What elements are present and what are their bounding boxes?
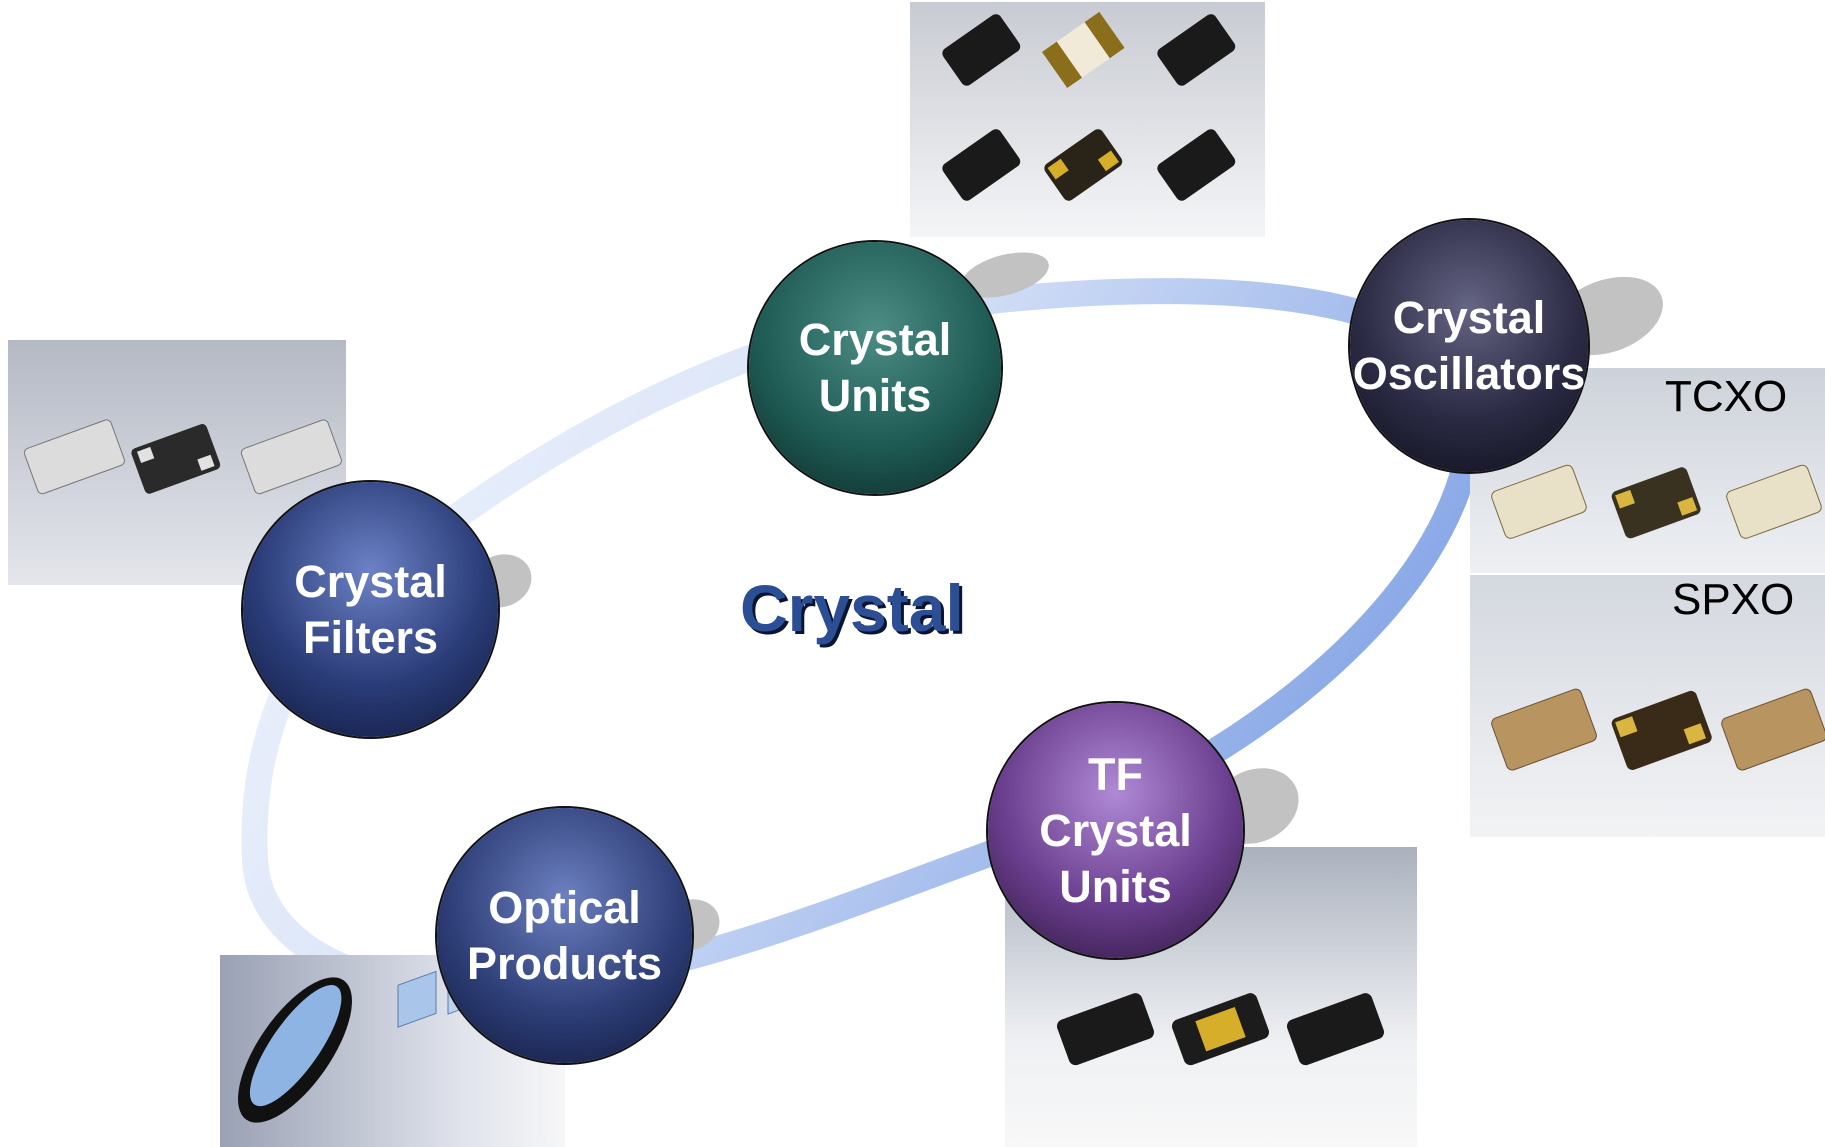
crystal-units-photo	[910, 2, 1265, 237]
spxo-chips	[1491, 688, 1825, 771]
node-label-line: Products	[466, 937, 663, 989]
node-label-line: Crystal	[798, 314, 952, 365]
crystal-units-chips	[942, 11, 1236, 201]
spxo-photo	[1470, 575, 1825, 837]
node-label-line: Units	[1059, 860, 1172, 912]
tf-crystal-units-chips	[1056, 993, 1385, 1066]
node-label-line: Crystal	[1392, 292, 1546, 343]
spxo-label: SPXO	[1672, 575, 1795, 624]
tcxo-label: TCXO	[1665, 372, 1788, 421]
node-label-line: Crystal	[1039, 804, 1192, 856]
node-crystal-units[interactable]: Crystal Units	[749, 242, 1001, 494]
node-crystal-oscillators[interactable]: Crystal Oscillators	[1350, 220, 1588, 472]
tcxo-chips	[1491, 464, 1822, 539]
tcxo-photo	[1470, 368, 1825, 573]
node-label-line: Optical	[488, 881, 641, 933]
node-label-line: Oscillators	[1352, 348, 1586, 399]
crystal-filters-chips	[23, 419, 342, 495]
node-tf-crystal-units[interactable]: TF Crystal Units	[988, 703, 1243, 958]
node-label-line: Units	[818, 370, 932, 421]
center-label: Crystal	[740, 571, 964, 645]
node-label-line: TF	[1088, 748, 1143, 800]
node-label-line: Crystal	[294, 555, 447, 607]
node-optical-products[interactable]: Optical Products	[437, 808, 692, 1063]
node-crystal-filters[interactable]: Crystal Filters	[243, 482, 498, 737]
node-label-line: Filters	[302, 611, 439, 663]
